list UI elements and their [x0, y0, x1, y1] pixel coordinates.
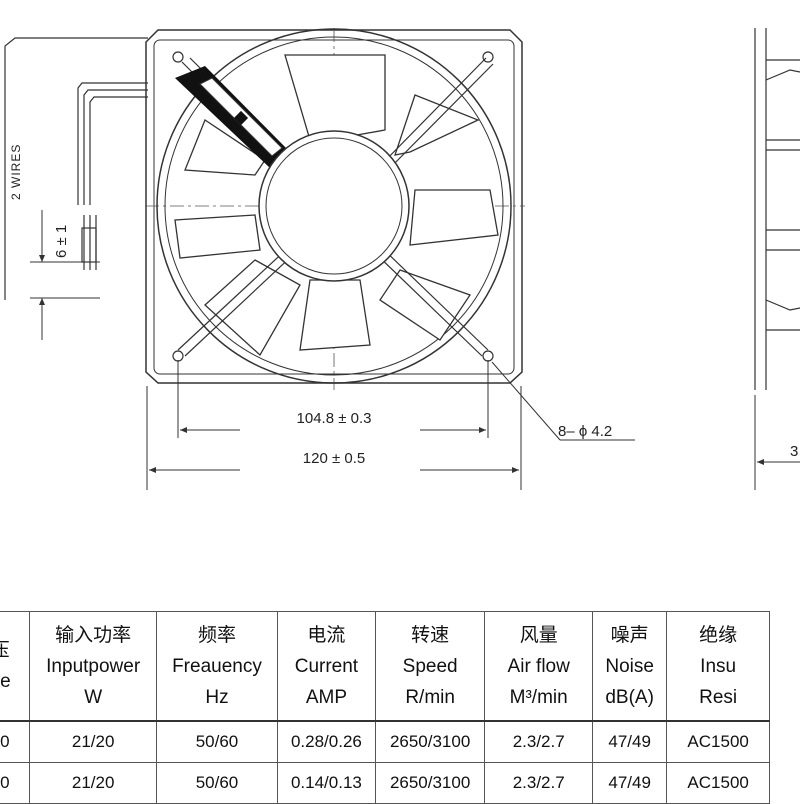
table-row: 4021/2050/600.14/0.132650/31002.3/2.747/… — [0, 762, 770, 804]
hole-spacing-label: 104.8 ± 0.3 — [297, 410, 372, 427]
table-cell: 40 — [0, 762, 31, 804]
column-header-cn: 频率 — [197, 624, 236, 646]
column-header-cn: 电流 — [307, 624, 346, 646]
table-cell: AC1500 — [666, 762, 770, 804]
column-header-unit: M³/min — [509, 686, 568, 708]
table-cell: 2650/3100 — [374, 762, 486, 804]
column-header-unit: W — [84, 686, 103, 708]
fan-side-view — [754, 28, 800, 490]
column-header-unit: Resi — [699, 686, 738, 708]
column-header-cn: 风量 — [519, 624, 558, 646]
column-header-cn: 输入功率 — [55, 624, 132, 646]
table-cell: 0.28/0.26 — [276, 720, 376, 763]
table-cell: 2650/3100 — [374, 720, 486, 763]
column-header-cn: 绝缘 — [699, 624, 738, 646]
column-header-en: Inputpower — [46, 655, 141, 677]
table-cell: 50/60 — [155, 720, 278, 763]
column-header-cn: 转速 — [411, 624, 450, 646]
table-row: 2021/2050/600.28/0.262650/31002.3/2.747/… — [0, 720, 770, 763]
column-header-en: Air flow — [507, 655, 570, 677]
column-header-en: Speed — [402, 655, 458, 677]
lead-dim-label: 6 ± 1 — [53, 225, 70, 258]
table-cell: 20 — [0, 720, 31, 763]
column-header-unit: AMP — [305, 686, 348, 708]
table-cell: 0.14/0.13 — [276, 762, 376, 804]
lead-dimension — [30, 210, 100, 340]
column-header-unit: R/min — [405, 686, 455, 708]
hole-leader — [491, 361, 635, 441]
table-cell: 21/20 — [29, 720, 157, 763]
table-cell: 50/60 — [155, 762, 278, 804]
frame-width-label: 120 ± 0.5 — [303, 450, 365, 467]
table-cell: 21/20 — [29, 762, 157, 804]
table-cell: 2.3/2.7 — [484, 720, 594, 763]
wires-label: 2 WIRES — [9, 144, 23, 200]
column-header-en: ge — [0, 671, 11, 692]
column-header-unit: Hz — [205, 686, 229, 708]
column-header-cn: 噪声 — [610, 624, 649, 646]
column-header-cn: 压 — [0, 635, 29, 666]
fan-hub — [258, 130, 410, 282]
table-body: 2021/2050/600.28/0.262650/31002.3/2.747/… — [0, 720, 770, 804]
width-dimensions — [146, 360, 522, 490]
table-cell: AC1500 — [666, 720, 770, 763]
column-header: 噪声 Noise dB(A) — [592, 611, 668, 722]
table-cell: 47/49 — [592, 762, 668, 804]
column-header-en: Noise — [605, 655, 654, 677]
hole-dim-label: 8– ϕ 4.2 — [558, 423, 612, 440]
column-header-en: Insu — [700, 655, 737, 677]
lead-wires — [4, 37, 148, 300]
fan-blades — [174, 54, 499, 357]
column-header-en: Current — [294, 655, 359, 677]
column-header-en: Freauency — [172, 655, 262, 677]
column-header: 压 ge — [0, 611, 31, 722]
column-header-unit: dB(A) — [605, 686, 654, 708]
fan-venturi — [156, 28, 512, 384]
fan-dimension-drawing: 2 WIRES 6 ± 1 104.8 ± 0.3 120 ± 0.5 8– ϕ… — [4, 28, 800, 490]
side-dim-label: 3 — [790, 443, 798, 460]
table-cell: 2.3/2.7 — [484, 762, 594, 804]
wire-channel — [175, 66, 290, 168]
table-cell: 47/49 — [592, 720, 668, 763]
